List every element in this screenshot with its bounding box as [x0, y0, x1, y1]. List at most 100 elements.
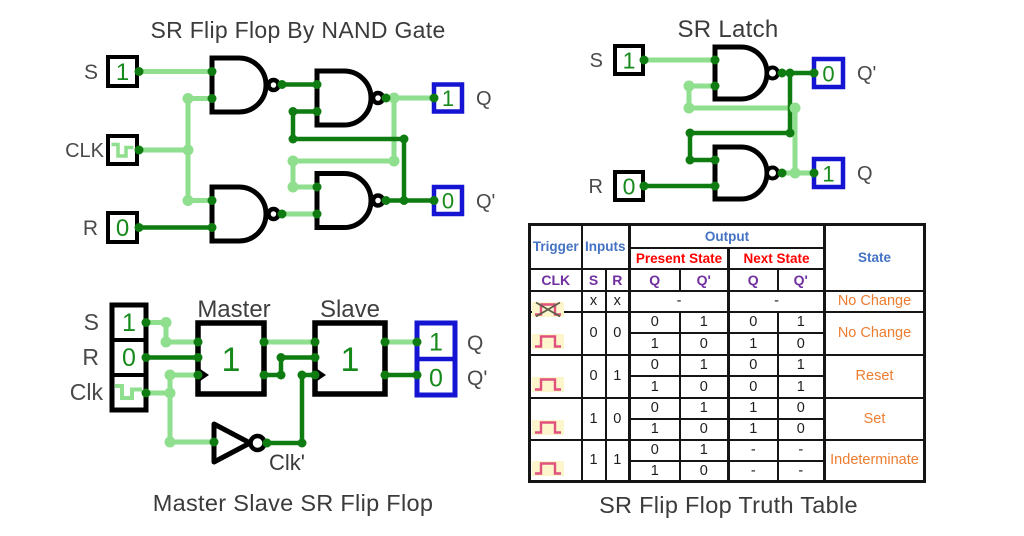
truth-table-caption: SR Flip Flop Truth Table — [599, 492, 858, 518]
table-cell: 1 — [776, 310, 826, 334]
sr-latch-title: SR Latch — [677, 16, 779, 43]
table-cell: - — [776, 459, 826, 483]
header-next-qp: Q' — [776, 267, 826, 292]
table-cell: 1 — [580, 396, 607, 441]
pulse-waveform-icon — [532, 461, 564, 477]
table-cell: 1 — [727, 417, 779, 441]
junction-dots-low — [639, 55, 819, 191]
table-cell-trigger — [528, 396, 583, 441]
header-present-state: Present State — [628, 246, 730, 270]
table-cell: 0 — [776, 396, 826, 420]
r-input-label: R — [82, 344, 99, 370]
q-output-value: 1 — [822, 162, 834, 187]
table-cell: 0 — [678, 331, 730, 356]
junction-dots-low — [141, 318, 422, 448]
slave-block — [312, 320, 388, 397]
nand-gate-2-bubble — [266, 206, 281, 222]
nand-gate-top — [712, 44, 770, 102]
slave-label: Slave — [320, 296, 380, 323]
table-cell: 0 — [628, 353, 681, 377]
junction-dots-low — [134, 67, 439, 232]
master-slave-title: Master Slave SR Flip Flop — [152, 490, 434, 516]
pulse-waveform-icon — [532, 377, 564, 392]
table-cell: x — [580, 289, 607, 313]
table-cell: 1 — [678, 438, 730, 462]
table-cell: 0 — [628, 310, 681, 334]
table-cell-trigger — [528, 438, 583, 483]
table-cell: - — [727, 289, 826, 313]
input-stack-dividers — [112, 338, 146, 377]
clk-waveform-icon — [115, 384, 142, 400]
header-present-qp: Q' — [678, 267, 730, 292]
table-cell: 0 — [727, 310, 779, 334]
junction-dots-high — [182, 92, 400, 206]
slave-clock-notch-icon — [315, 367, 326, 383]
header-state: State — [823, 223, 926, 292]
header-present-q: Q — [628, 267, 681, 292]
qp-output-label: Q' — [476, 191, 495, 213]
qp-output-value: 0 — [429, 365, 443, 393]
nand-gate-bottom — [712, 144, 770, 202]
s-input-label: S — [84, 309, 99, 335]
table-cell: 0 — [580, 310, 607, 356]
slave-value: 1 — [341, 341, 360, 379]
table-cell: 0 — [604, 310, 631, 356]
wires-logic-high — [139, 69, 434, 217]
clk-input-label: Clk — [70, 379, 104, 405]
table-cell: - — [727, 438, 779, 462]
r-input-label: R — [589, 176, 603, 198]
table-cell: 1 — [604, 438, 631, 483]
table-cell: 0 — [727, 353, 779, 377]
table-cell: 1 — [628, 417, 681, 441]
table-cell: 1 — [776, 374, 826, 399]
table-cell: - — [727, 459, 779, 483]
s-input-box — [613, 44, 645, 76]
q-output-value: 1 — [429, 329, 443, 357]
header-output: Output — [628, 223, 826, 249]
table-cell-trigger — [528, 310, 583, 356]
table-cell: 1 — [678, 310, 730, 334]
input-stack-box — [109, 302, 149, 413]
qp-output-label: Q' — [467, 367, 487, 390]
s-input-value: 1 — [122, 309, 136, 337]
table-cell: 0 — [604, 396, 631, 441]
table-cell: 0 — [776, 417, 826, 441]
table-cell: 1 — [776, 353, 826, 377]
state-cell: Reset — [823, 353, 926, 399]
nand-gate-3 — [314, 68, 374, 128]
junction-dots-high — [683, 80, 801, 179]
pulse-waveform-icon — [532, 334, 564, 349]
qp-output-value: 0 — [822, 62, 834, 87]
q-output-value: 1 — [442, 86, 454, 111]
clk-waveform-icon — [111, 142, 134, 158]
table-cell-trigger — [528, 289, 583, 318]
table-cell: x — [604, 289, 631, 313]
table-cell: 1 — [678, 396, 730, 420]
master-block — [195, 320, 267, 397]
table-cell: 0 — [678, 417, 730, 441]
table-cell: 0 — [727, 374, 779, 399]
pulse-waveform-crossed-icon — [532, 301, 564, 318]
header-next-state: Next State — [727, 246, 826, 270]
clk-inverted-label: Clk' — [269, 450, 305, 475]
pulse-waveform-icon — [532, 419, 564, 435]
sr-latch-diagram: S 1 R 0 0 Q' 1 Q — [589, 44, 876, 202]
state-cell: No Change — [823, 289, 926, 313]
q-output-label: Q — [467, 332, 483, 355]
table-cell: 1 — [628, 331, 681, 356]
wires-logic-high — [146, 320, 417, 445]
header-clk: CLK — [528, 267, 583, 292]
not-gate — [211, 421, 253, 465]
header-r: R — [604, 267, 631, 292]
table-cell: 0 — [628, 438, 681, 462]
master-slave-diagram: Master Slave S R Clk 1 0 1 1 1 0 Q Q' Cl… — [70, 296, 488, 475]
q-output-label: Q — [857, 163, 873, 185]
table-cell: 1 — [678, 353, 730, 377]
nand-gate-bottom-bubble — [765, 165, 780, 181]
r-input-value: 0 — [122, 344, 136, 372]
s-input-value: 1 — [623, 48, 636, 74]
qp-output-label: Q' — [857, 63, 876, 85]
wires-logic-low — [146, 355, 417, 446]
nand-gate-1 — [209, 55, 269, 115]
